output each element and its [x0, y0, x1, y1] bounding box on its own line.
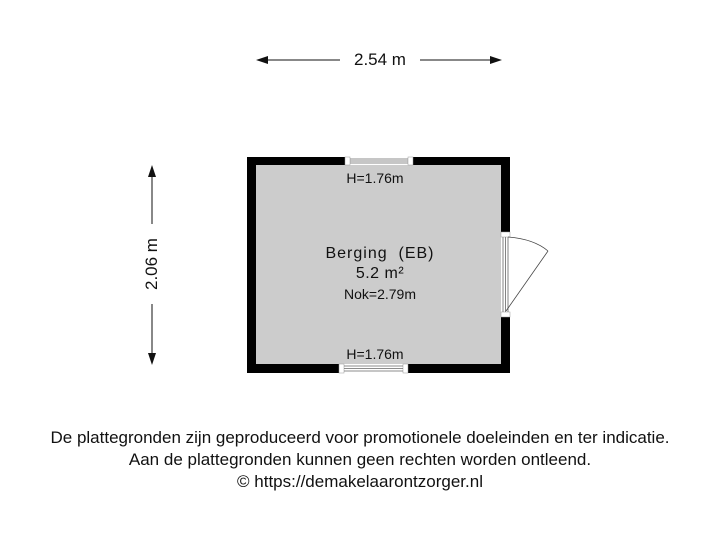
room-floor: [256, 165, 501, 364]
arrow-right-icon: [490, 56, 502, 64]
width-dimension-label: 2.54 m: [340, 50, 420, 70]
window-bottom-height-label: H=1.76m: [346, 346, 404, 362]
window-bottom: [338, 363, 409, 374]
window-top: [344, 156, 414, 166]
disclaimer-line-1: De plattegronden zijn geproduceerd voor …: [50, 428, 670, 447]
disclaimer-line-2: Aan de plattegronden kunnen geen rechten…: [128, 450, 592, 469]
window-top-height-label: H=1.76m: [346, 170, 404, 186]
arrow-left-icon: [256, 56, 268, 64]
arrow-up-icon: [148, 165, 156, 177]
room-name: Berging (EB): [325, 245, 435, 262]
height-dimension-label: 2.06 m: [142, 224, 162, 304]
room-ridge-height: Nok=2.79m: [344, 286, 416, 302]
arrow-down-icon: [148, 353, 156, 365]
copyright-link[interactable]: © https://demakelaarontzorger.nl: [237, 472, 483, 491]
room-area: 5.2 m²: [355, 265, 405, 282]
door-right: [500, 231, 549, 318]
